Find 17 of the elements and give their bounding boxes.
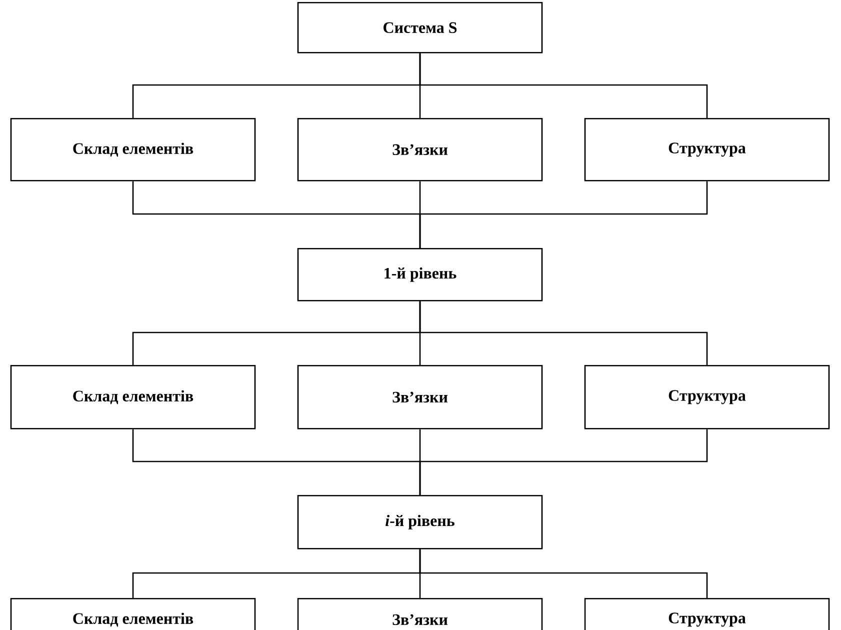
level-box: Структура	[584, 118, 830, 182]
level-box: Зв’язки	[297, 598, 543, 630]
level-box: Структура	[584, 365, 830, 430]
connector-line	[419, 181, 708, 248]
level-box: Зв’язки	[297, 118, 543, 182]
level-box: Структура	[584, 598, 830, 630]
connector-line	[419, 301, 708, 365]
level-box: Система S	[297, 2, 543, 54]
level-box: Склад елементів	[10, 598, 256, 630]
level-box: i-й рівень	[297, 495, 543, 550]
level-box: Склад елементів	[10, 118, 256, 182]
level-box: 1-й рівень	[297, 248, 543, 302]
connector-line	[419, 429, 708, 495]
connector-line	[419, 53, 708, 118]
level-box: Склад елементів	[10, 365, 256, 430]
connector-line	[419, 549, 708, 598]
level-box: Зв’язки	[297, 365, 543, 430]
